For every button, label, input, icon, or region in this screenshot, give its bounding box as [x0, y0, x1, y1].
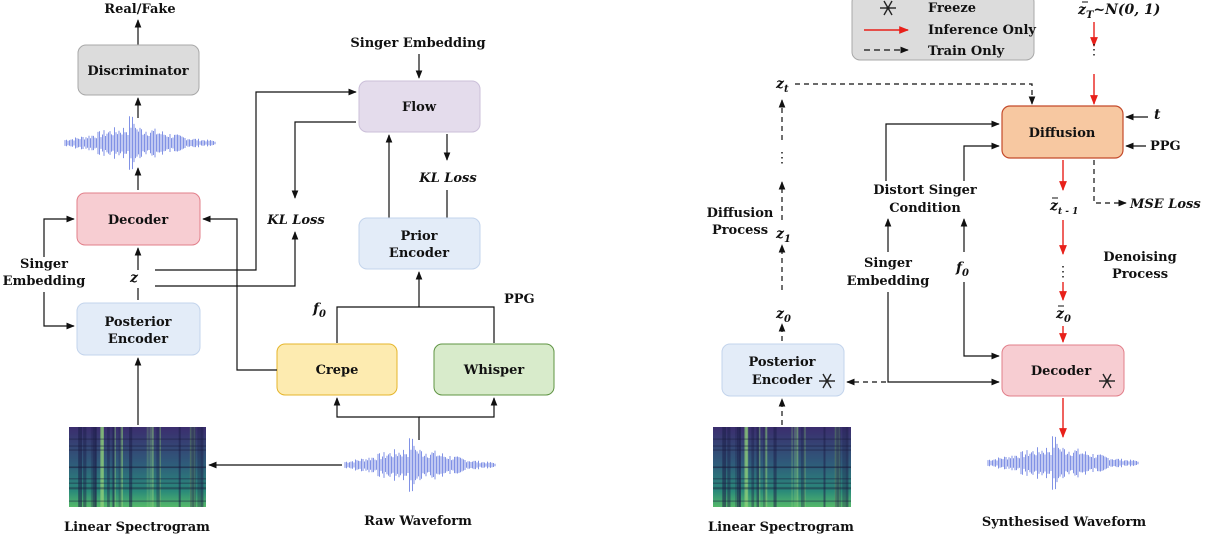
discriminator-box: [77, 44, 200, 96]
legend-train-only: Train Only: [928, 44, 1005, 59]
decoder-right-label: Decoder: [1031, 364, 1091, 379]
posterior-right-label-1: Posterior: [749, 355, 816, 370]
flow-box: [358, 80, 481, 133]
decoder-right-box: [1001, 344, 1125, 397]
decoder-label: Decoder: [108, 213, 168, 228]
waveform-synthesised: [987, 436, 1139, 490]
prior-encoder-label-2: Encoder: [389, 246, 449, 261]
legend-inference-only: Inference Only: [928, 23, 1036, 38]
whisper-label: Whisper: [463, 363, 525, 378]
posterior-encoder-label-2: Encoder: [108, 332, 168, 347]
denoising-label-1: Denoising: [1103, 250, 1176, 265]
dots-left: ⋮: [775, 150, 789, 166]
linear-spectrogram-right-caption: Linear Spectrogram: [708, 520, 854, 535]
decoder-box: [76, 192, 201, 246]
singer-embedding-top: Singer Embedding: [350, 36, 485, 51]
posterior-encoder-box: [76, 302, 201, 356]
whisper-box: [433, 343, 555, 396]
ppg-label: PPG: [504, 292, 535, 307]
z-label: z: [129, 270, 139, 286]
z1-label: z1: [775, 226, 791, 245]
left-diagram: Real/Fake Discriminator Decoder Singer E…: [3, 2, 555, 535]
ppg-right-label: PPG: [1150, 139, 1181, 154]
dots-top: ⋮: [1087, 42, 1101, 58]
z0-label: z0: [775, 306, 791, 325]
distort-label-1: Distort Singer: [873, 183, 977, 198]
waveform-generated: [64, 116, 216, 170]
dots-mid: ⋮: [1056, 264, 1070, 280]
prior-encoder-box: [358, 217, 481, 270]
crepe-label: Crepe: [316, 363, 359, 378]
f0-right-label: f0: [955, 260, 969, 279]
kl-loss-right: KL Loss: [418, 171, 477, 186]
raw-waveform-caption: Raw Waveform: [364, 514, 472, 529]
mse-loss-label: MSE Loss: [1129, 197, 1201, 212]
real-fake-label: Real/Fake: [104, 2, 175, 17]
f0-label: f0: [312, 301, 326, 320]
singer-right-label-1: Singer: [864, 256, 912, 271]
legend: Freeze Inference Only Train Only: [851, 0, 1036, 61]
posterior-encoder-right-box: [721, 343, 845, 397]
waveform-raw: [344, 438, 496, 492]
linear-spectrogram-right-image: [713, 427, 851, 507]
t-label: t: [1154, 107, 1161, 123]
diffusion-process-label-1: Diffusion: [707, 206, 774, 221]
singer-embedding-side-1: Singer: [20, 257, 68, 272]
flow-label: Flow: [402, 100, 437, 115]
distort-label-2: Condition: [889, 201, 961, 216]
prior-encoder-label-1: Prior: [400, 229, 437, 244]
zT-label: zT~N(0, 1): [1077, 2, 1160, 21]
linear-spectrogram-caption: Linear Spectrogram: [64, 520, 210, 535]
singer-right-label-2: Embedding: [847, 274, 930, 289]
linear-spectrogram-image: [69, 427, 206, 507]
kl-loss-left: KL Loss: [266, 213, 325, 228]
posterior-encoder-label-1: Posterior: [105, 315, 172, 330]
posterior-right-label-2: Encoder: [752, 373, 812, 388]
zt0-label: z0: [1055, 306, 1071, 325]
synth-waveform-caption: Synthesised Waveform: [982, 515, 1146, 530]
zt-label: zt: [775, 76, 789, 95]
legend-freeze: Freeze: [928, 1, 976, 16]
diffusion-label: Diffusion: [1029, 126, 1096, 141]
discriminator-label: Discriminator: [87, 64, 188, 79]
right-diagram: Freeze Inference Only Train Only zT~N(0,…: [707, 0, 1201, 535]
diffusion-process-label-2: Process: [712, 223, 768, 238]
denoising-label-2: Process: [1112, 267, 1168, 282]
diffusion-box: [1001, 105, 1124, 159]
zt1-label: zt - 1: [1049, 198, 1078, 217]
singer-embedding-side-2: Embedding: [3, 274, 86, 289]
